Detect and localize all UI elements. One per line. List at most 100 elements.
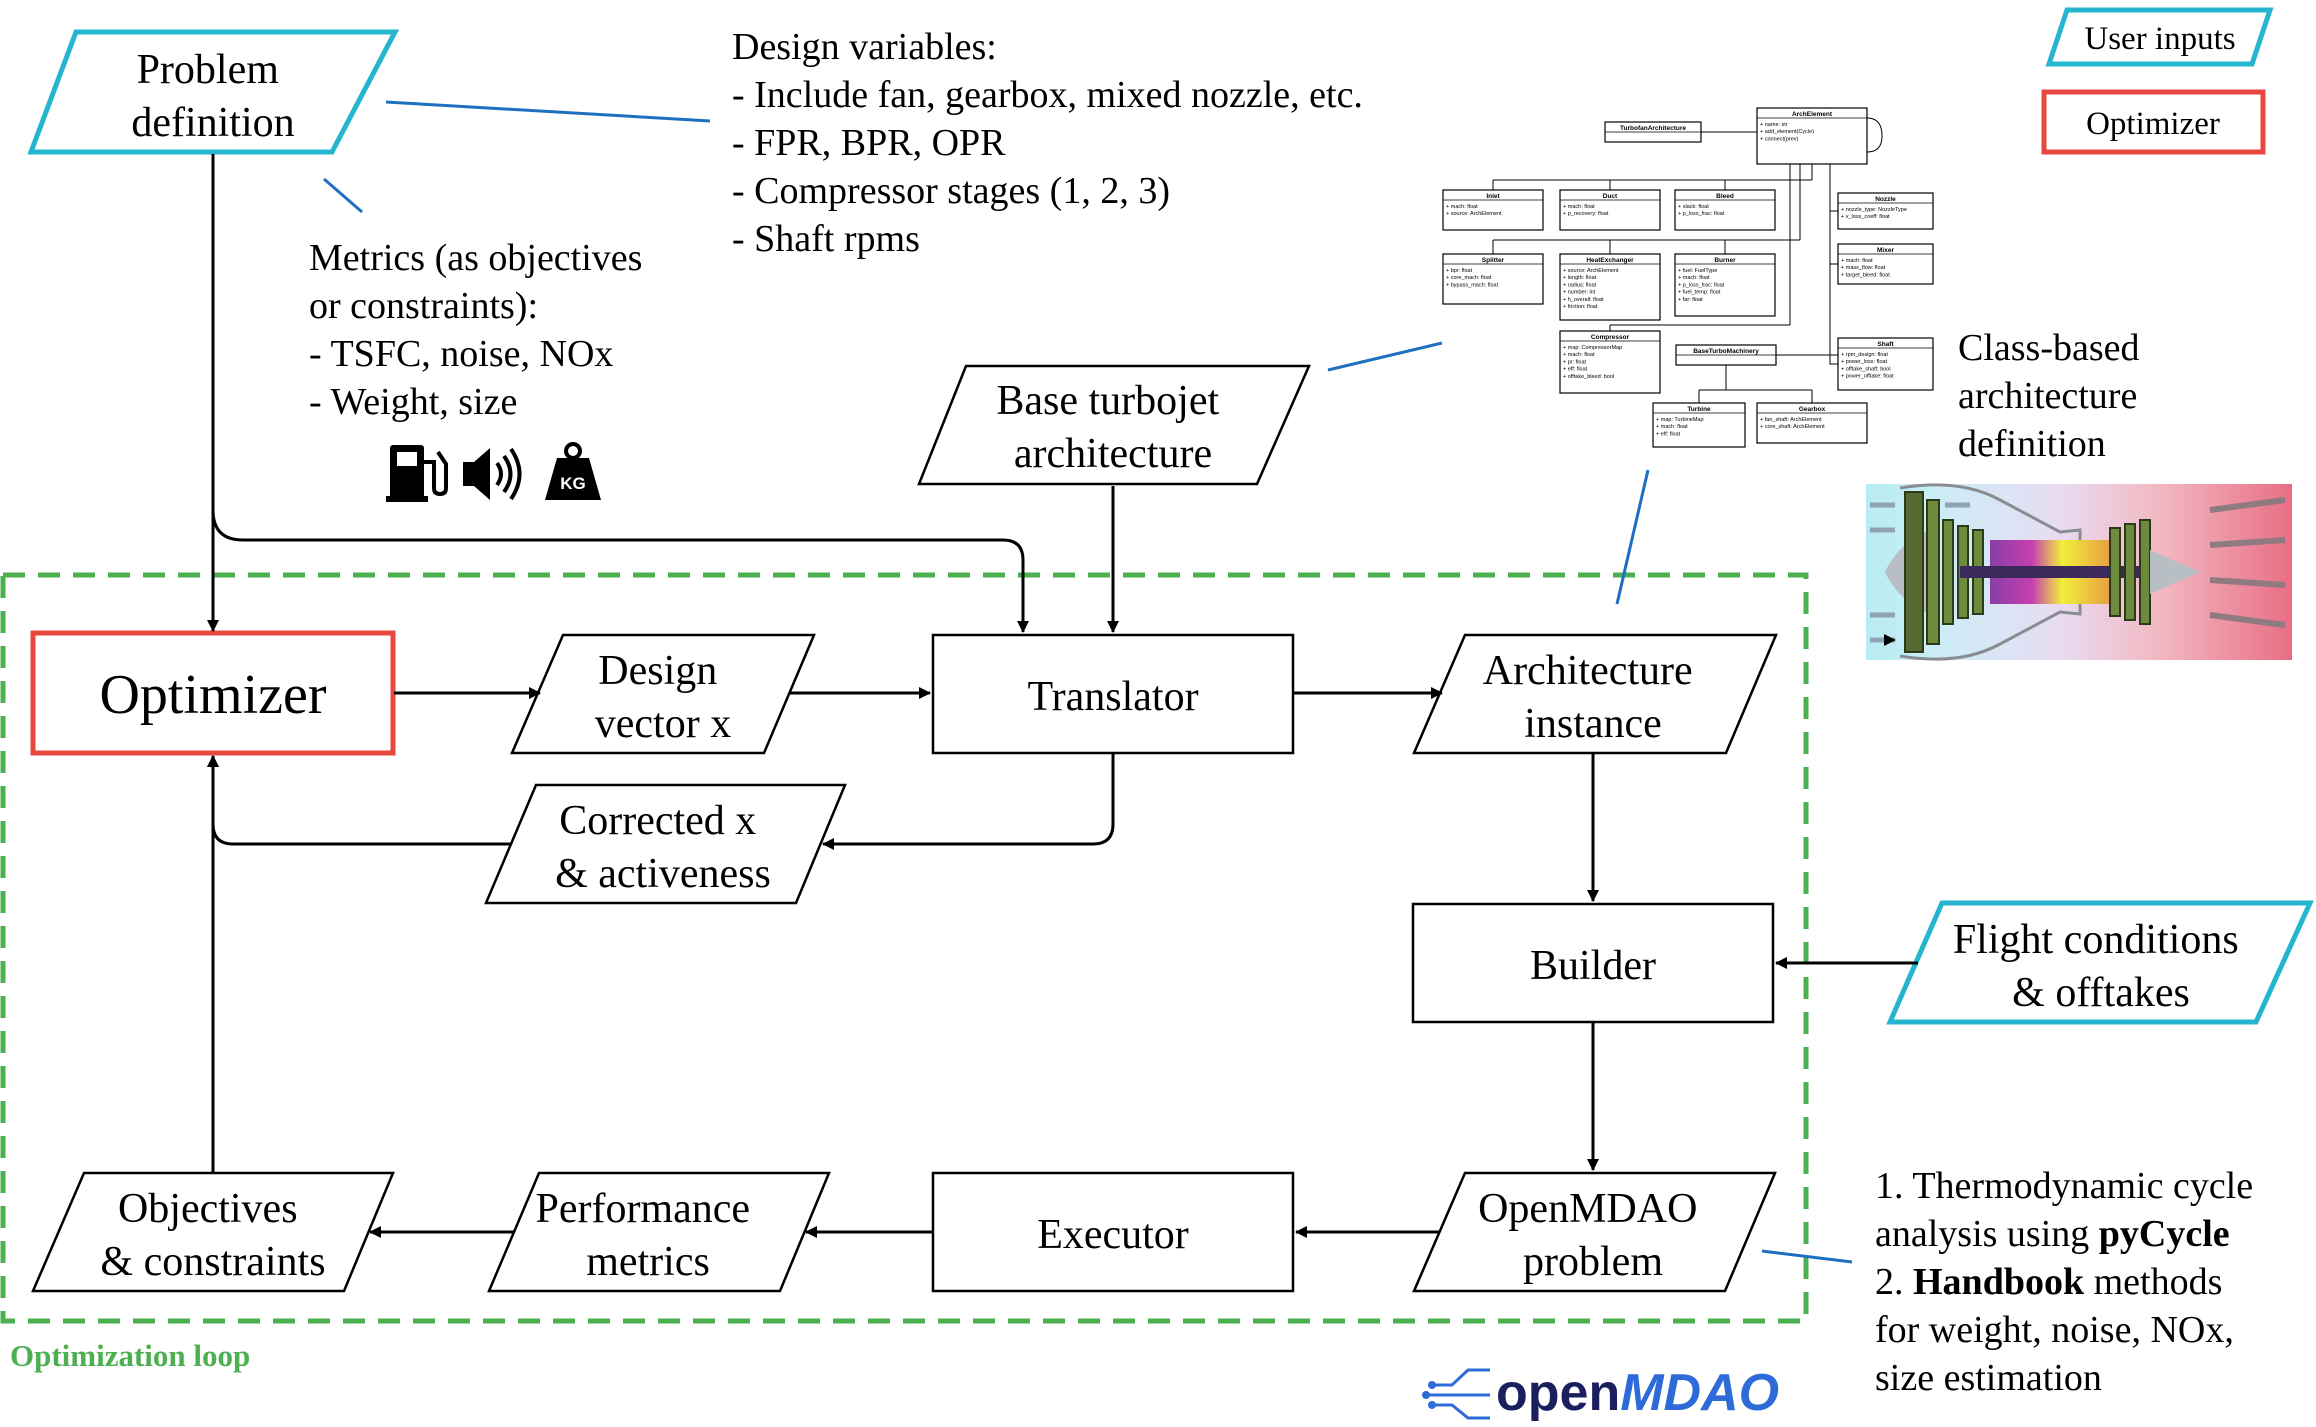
optimization-loop-label: Optimization loop bbox=[10, 1338, 250, 1373]
uml-class-field: + mass_flow: float bbox=[1841, 265, 1886, 271]
uml-class-field: + bpr: float bbox=[1446, 268, 1473, 274]
uml-class-field: + power_offtake: float bbox=[1841, 374, 1894, 380]
openmdao-problem-node: OpenMDAO problem bbox=[1412, 1171, 1777, 1293]
uml-class-field: + map: TurbineMap bbox=[1656, 417, 1704, 423]
uml-class-field: + nozzle_type: NozzleType bbox=[1841, 207, 1907, 213]
legend-optimizer-shape bbox=[2041, 89, 2266, 155]
design-variables-note: Design variables: - Include fan, gearbox… bbox=[732, 26, 1372, 260]
svg-text:openMDAO: openMDAO bbox=[1496, 1364, 1779, 1422]
svg-text:Performance metrics: Performance metrics bbox=[535, 1186, 760, 1285]
speaker-icon bbox=[463, 447, 522, 501]
builder-block: Builder bbox=[1411, 902, 1775, 1024]
uml-class-name: Bleed bbox=[1716, 193, 1734, 200]
flight-conditions-input: Flight conditions & offtakes bbox=[1886, 900, 2314, 1025]
uml-class-field: + eff: float bbox=[1563, 367, 1588, 373]
uml-class-box: Turbine+ map: TurbineMap+ mach: float+ e… bbox=[1652, 402, 1746, 448]
optimization-loop-frame bbox=[0, 572, 1809, 1324]
uml-class-field: + core_mach: float bbox=[1446, 275, 1492, 281]
uml-class-field: + mach: float bbox=[1678, 275, 1710, 281]
uml-class-name: Compressor bbox=[1591, 334, 1630, 341]
uml-class-field: + pr: float bbox=[1563, 359, 1587, 365]
uml-class-name: HeatExchanger bbox=[1586, 257, 1634, 264]
uml-class-box: Gearbox+ fan_shaft: ArchElement+ core_sh… bbox=[1756, 402, 1868, 444]
legend-optimizer-label: Optimizer bbox=[2086, 106, 2220, 142]
arrow-problem-to-translator bbox=[211, 509, 1029, 633]
optimizer-block: Optimizer bbox=[30, 630, 396, 756]
uml-class-field: + number: int bbox=[1563, 290, 1596, 296]
uml-class-field: + mach: float bbox=[1841, 258, 1873, 264]
uml-class-box: Burner+ fuel: FuelType+ mach: float+ p_l… bbox=[1674, 253, 1776, 317]
uml-class-box: Mixer+ mach: float+ mass_flow: float+ ta… bbox=[1837, 243, 1934, 285]
design-vector-node: Design vector x bbox=[510, 633, 816, 755]
uml-class-name: Inlet bbox=[1486, 193, 1500, 200]
performance-metrics-node: Performance metrics bbox=[487, 1171, 831, 1293]
translator-block: Translator bbox=[931, 633, 1295, 755]
uml-class-box: ArchElement + name: str+ add_element(Cycl… bbox=[1756, 107, 1868, 165]
uml-class-field: + length: float bbox=[1563, 275, 1597, 281]
uml-class-box: Duct + mach: float+ p_recovery: float bbox=[1559, 189, 1661, 231]
uml-class-field: + name: str bbox=[1760, 122, 1788, 128]
metrics-note: Metrics (as objectives or constraints): … bbox=[309, 237, 652, 423]
analysis-note-segment: for weight, noise, NOx, bbox=[1875, 1309, 2234, 1351]
svg-text:Corrected x & activeness: Corrected x & activeness bbox=[555, 798, 771, 897]
uml-class-field: + mach: float bbox=[1563, 352, 1595, 358]
uml-class-field: + offtake_bleed: bool bbox=[1563, 374, 1614, 380]
analysis-note-segment: Handbook bbox=[1913, 1261, 2085, 1303]
legend: User inputs Optimizer bbox=[2041, 7, 2274, 155]
architecture-instance-node: Architecture instance bbox=[1412, 633, 1778, 755]
analysis-note-segment: methods bbox=[2084, 1261, 2222, 1303]
uml-class-field: + connect(prev) bbox=[1760, 136, 1799, 142]
uml-class-name: ArchElement bbox=[1792, 111, 1833, 118]
arrow-translator-to-corrected bbox=[822, 754, 1115, 850]
analysis-note-segment: analysis using bbox=[1875, 1213, 2099, 1255]
uml-class-name: Gearbox bbox=[1799, 406, 1826, 413]
uml-class-field: + mach: float bbox=[1656, 424, 1688, 430]
problem-definition-line2: definition bbox=[131, 100, 294, 146]
fuel-pump-icon bbox=[386, 445, 448, 502]
uml-class-field: + far: float bbox=[1678, 297, 1703, 303]
analysis-note-segment: size estimation bbox=[1875, 1357, 2102, 1399]
legend-user-inputs-label: User inputs bbox=[2084, 21, 2235, 57]
svg-text:Problem definition: Problem definition bbox=[131, 47, 294, 146]
uml-class-box: Nozzle+ nozzle_type: NozzleType+ v_loss_… bbox=[1837, 192, 1934, 230]
uml-class-field: + eff: float bbox=[1656, 431, 1681, 437]
uml-class-box: Bleed+ slack: float+ p_loss_frac: float bbox=[1674, 189, 1776, 231]
engine-cutaway-image bbox=[1866, 483, 2292, 661]
svg-text:Design vector x: Design vector x bbox=[595, 648, 731, 747]
svg-text:Builder: Builder bbox=[1530, 943, 1656, 989]
svg-text:Objectives & constraints: Objectives & constraints bbox=[100, 1186, 325, 1285]
uml-class-field: + p_recovery: float bbox=[1563, 211, 1609, 217]
uml-class-field: + add_element(Cycle) bbox=[1760, 129, 1814, 135]
corrected-x-node: Corrected x & activeness bbox=[484, 783, 847, 905]
class-based-note: Class-based architecture definition bbox=[1958, 327, 2149, 465]
problem-definition-input: Problem definition bbox=[27, 29, 400, 155]
legend-user-inputs-shape bbox=[2045, 7, 2274, 67]
uml-class-field: + map: CompressorMap bbox=[1563, 345, 1622, 351]
uml-class-box: Inlet+ mach: float+ source: ArchElement bbox=[1442, 189, 1544, 231]
svg-text:Translator: Translator bbox=[1027, 674, 1198, 720]
uml-class-field: + fan_shaft: ArchElement bbox=[1760, 417, 1822, 423]
uml-class-field: + bypass_mach: float bbox=[1446, 282, 1499, 288]
uml-class-field: + mach: float bbox=[1563, 204, 1595, 210]
base-architecture-line1: Base turbojet bbox=[996, 378, 1219, 424]
analysis-note-segment: 1. Thermodynamic cycle bbox=[1875, 1165, 2253, 1207]
uml-class-name: Nozzle bbox=[1875, 196, 1896, 203]
base-architecture-line2: architecture bbox=[1014, 431, 1212, 477]
uml-class-field: + radius: float bbox=[1563, 282, 1597, 288]
uml-class-name: Burner bbox=[1714, 257, 1736, 264]
base-architecture-input: Base turbojet architecture bbox=[917, 364, 1311, 486]
optimizer-label: Optimizer bbox=[99, 664, 326, 726]
uml-class-name: Shaft bbox=[1877, 341, 1894, 348]
analysis-note-segment: 2. bbox=[1875, 1261, 1913, 1303]
weight-kg-icon: KG bbox=[545, 442, 601, 500]
flow-arrows bbox=[207, 154, 1918, 1238]
uml-class-field: + slack: float bbox=[1678, 204, 1709, 210]
uml-class-field: + friction: float bbox=[1563, 304, 1598, 310]
uml-class-field: + fuel_temp: float bbox=[1678, 290, 1721, 296]
svg-text:OpenMDAO problem: OpenMDAO problem bbox=[1478, 1186, 1708, 1285]
uml-class-name: Duct bbox=[1603, 193, 1618, 200]
annotation-line-base-to-uml bbox=[1327, 341, 1443, 372]
